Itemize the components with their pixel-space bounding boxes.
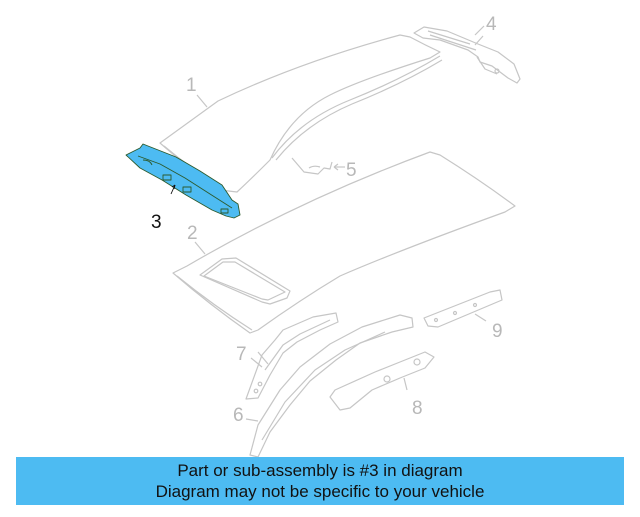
callout-8[interactable]: 8 <box>412 398 423 419</box>
banner-line-part: Part or sub-assembly is #3 in diagram <box>177 461 463 480</box>
callout-1[interactable]: 1 <box>186 75 197 96</box>
callout-4[interactable]: 4 <box>486 14 497 35</box>
callout-6[interactable]: 6 <box>233 405 244 426</box>
part-6-rail <box>245 314 414 458</box>
callout-7[interactable]: 7 <box>236 344 247 365</box>
part-9-bracket <box>423 289 503 328</box>
callout-2[interactable]: 2 <box>187 223 198 244</box>
part-3-windshield-header <box>125 143 241 219</box>
callout-9[interactable]: 9 <box>492 321 503 342</box>
part-7-pillar <box>245 312 339 400</box>
part-8-reinforcement <box>329 351 435 411</box>
part-5-bracket <box>291 157 345 175</box>
part-4-rear-header <box>413 26 521 84</box>
callout-3[interactable]: 3 <box>151 212 162 233</box>
info-banner: Part or sub-assembly is #3 in diagram Di… <box>16 457 624 505</box>
callout-5[interactable]: 5 <box>346 160 357 181</box>
part-1-roof-panel <box>159 34 443 193</box>
banner-line-disclaimer: Diagram may not be specific to your vehi… <box>155 482 485 501</box>
part-2-inner-roof <box>172 151 516 334</box>
